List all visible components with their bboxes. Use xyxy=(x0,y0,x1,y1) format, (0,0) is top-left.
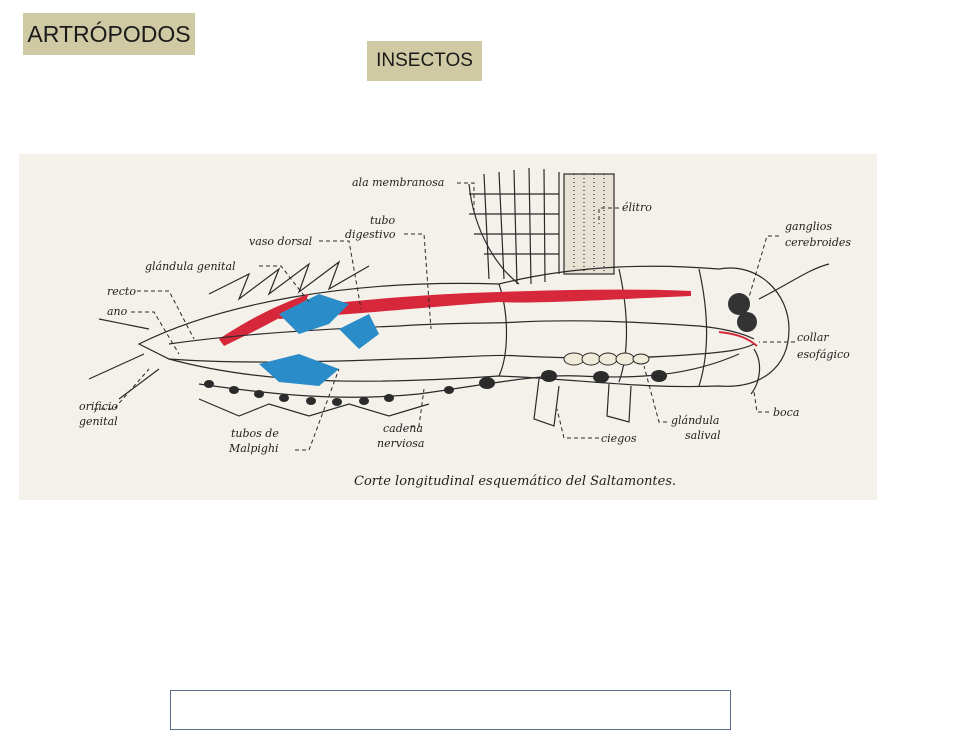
label-cerebroides: cerebroides xyxy=(785,236,851,249)
ganglion xyxy=(204,380,214,388)
label-tubo: tubo xyxy=(370,214,396,227)
salivary-gland xyxy=(563,352,650,366)
ventral-ganglia xyxy=(204,370,667,406)
wing-membrane xyxy=(468,167,560,285)
section-subtitle: INSECTOS xyxy=(367,41,482,81)
malpighian-tubules xyxy=(259,294,379,386)
label-tubos-de: tubos de xyxy=(231,427,279,440)
ganglion xyxy=(332,398,342,406)
section-title: ARTRÓPODOS xyxy=(23,13,195,55)
label-cadena: cadena xyxy=(383,422,423,435)
label-elitro: élitro xyxy=(622,201,652,214)
ganglion xyxy=(593,371,609,383)
label-glandula-genital: glándula genital xyxy=(145,260,236,273)
label-esofagico: esofágico xyxy=(797,348,850,361)
label-vaso-dorsal: vaso dorsal xyxy=(249,235,313,248)
ganglion xyxy=(384,394,394,402)
ganglion xyxy=(254,390,264,398)
label-boca: boca xyxy=(773,406,799,419)
body-outline xyxy=(88,260,790,427)
ganglion xyxy=(279,394,289,402)
grasshopper-diagram: ala membranosa élitro tubo digestivo vas… xyxy=(19,154,877,500)
ganglion xyxy=(229,386,239,394)
label-collar: collar xyxy=(797,331,829,344)
label-malpighi: Malpighi xyxy=(228,442,279,455)
label-ciegos: ciegos xyxy=(601,432,637,445)
figure-caption: Corte longitudinal esquemático del Salta… xyxy=(354,474,676,489)
ganglion xyxy=(541,370,557,382)
ganglion xyxy=(651,370,667,382)
label-salival: salival xyxy=(685,429,721,442)
ganglion xyxy=(479,377,495,389)
label-genital: genital xyxy=(79,415,118,428)
label-digestivo: digestivo xyxy=(345,228,396,241)
ganglion xyxy=(444,386,454,394)
answer-box xyxy=(170,690,731,730)
label-recto: recto xyxy=(107,285,136,298)
diagram-svg: ala membranosa élitro tubo digestivo vas… xyxy=(79,167,851,489)
genital-gland xyxy=(219,294,309,346)
ganglion xyxy=(359,397,369,405)
label-ano: ano xyxy=(107,305,128,318)
dorsal-vessel xyxy=(279,289,691,319)
label-ala-membranosa: ala membranosa xyxy=(352,176,444,189)
ganglion xyxy=(306,397,316,405)
elytra xyxy=(563,173,615,275)
label-ganglios: ganglios xyxy=(785,220,832,233)
label-glandula: glándula xyxy=(671,414,719,427)
label-orificio: orificio xyxy=(79,400,118,413)
head xyxy=(728,263,830,395)
label-nerviosa: nerviosa xyxy=(377,437,424,450)
